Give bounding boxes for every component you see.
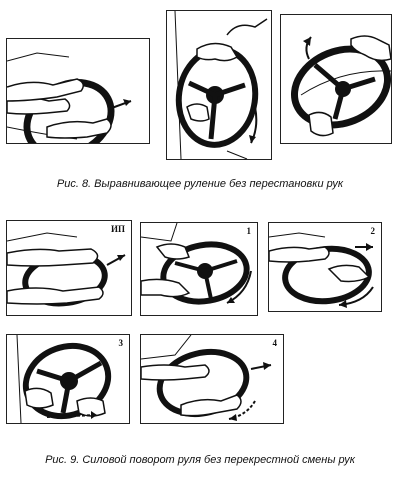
steering-wheel-icon [290,45,391,129]
fig8-caption: Рис. 8. Выравнивающее руление без перест… [56,178,344,190]
fig9-illustration-3 [16,335,112,423]
fig8-illustration-2 [174,11,268,159]
step-label-3: 3 [118,338,124,348]
hand-icon [24,387,54,409]
fig9-panel-start: ИП [6,220,132,316]
fig9-panel-4: 4 [140,334,284,424]
fig8-illustration-3 [290,35,391,137]
fig9-panel-2: 2 [268,222,382,312]
hand-icon [7,248,99,267]
fig9-illustration-1 [141,223,252,305]
fig8-panel-2 [166,10,272,160]
step-label-4: 4 [272,338,278,348]
fig9-panel-1: 1 [140,222,258,316]
fig9-illustration-2 [269,232,374,308]
hand-icon [350,35,391,62]
fig9-illustration-start [7,232,126,307]
step-label-start: ИП [110,224,125,234]
fig8-panel-1 [6,38,150,144]
fig9-panel-3: 3 [6,334,130,424]
rotation-arrow-icon [46,414,98,418]
fig8-illustration-1 [7,52,132,143]
step-label-1: 1 [246,226,252,236]
hand-icon [141,364,210,381]
fig9-caption: Рис. 9. Силовой поворот руля без перекре… [45,454,355,466]
step-label-2: 2 [370,226,376,236]
hand-icon [269,246,330,263]
hand-icon [196,42,239,62]
fig9-illustration-4 [141,335,272,421]
hand-icon [155,243,190,260]
fig8-panel-3 [280,14,392,144]
